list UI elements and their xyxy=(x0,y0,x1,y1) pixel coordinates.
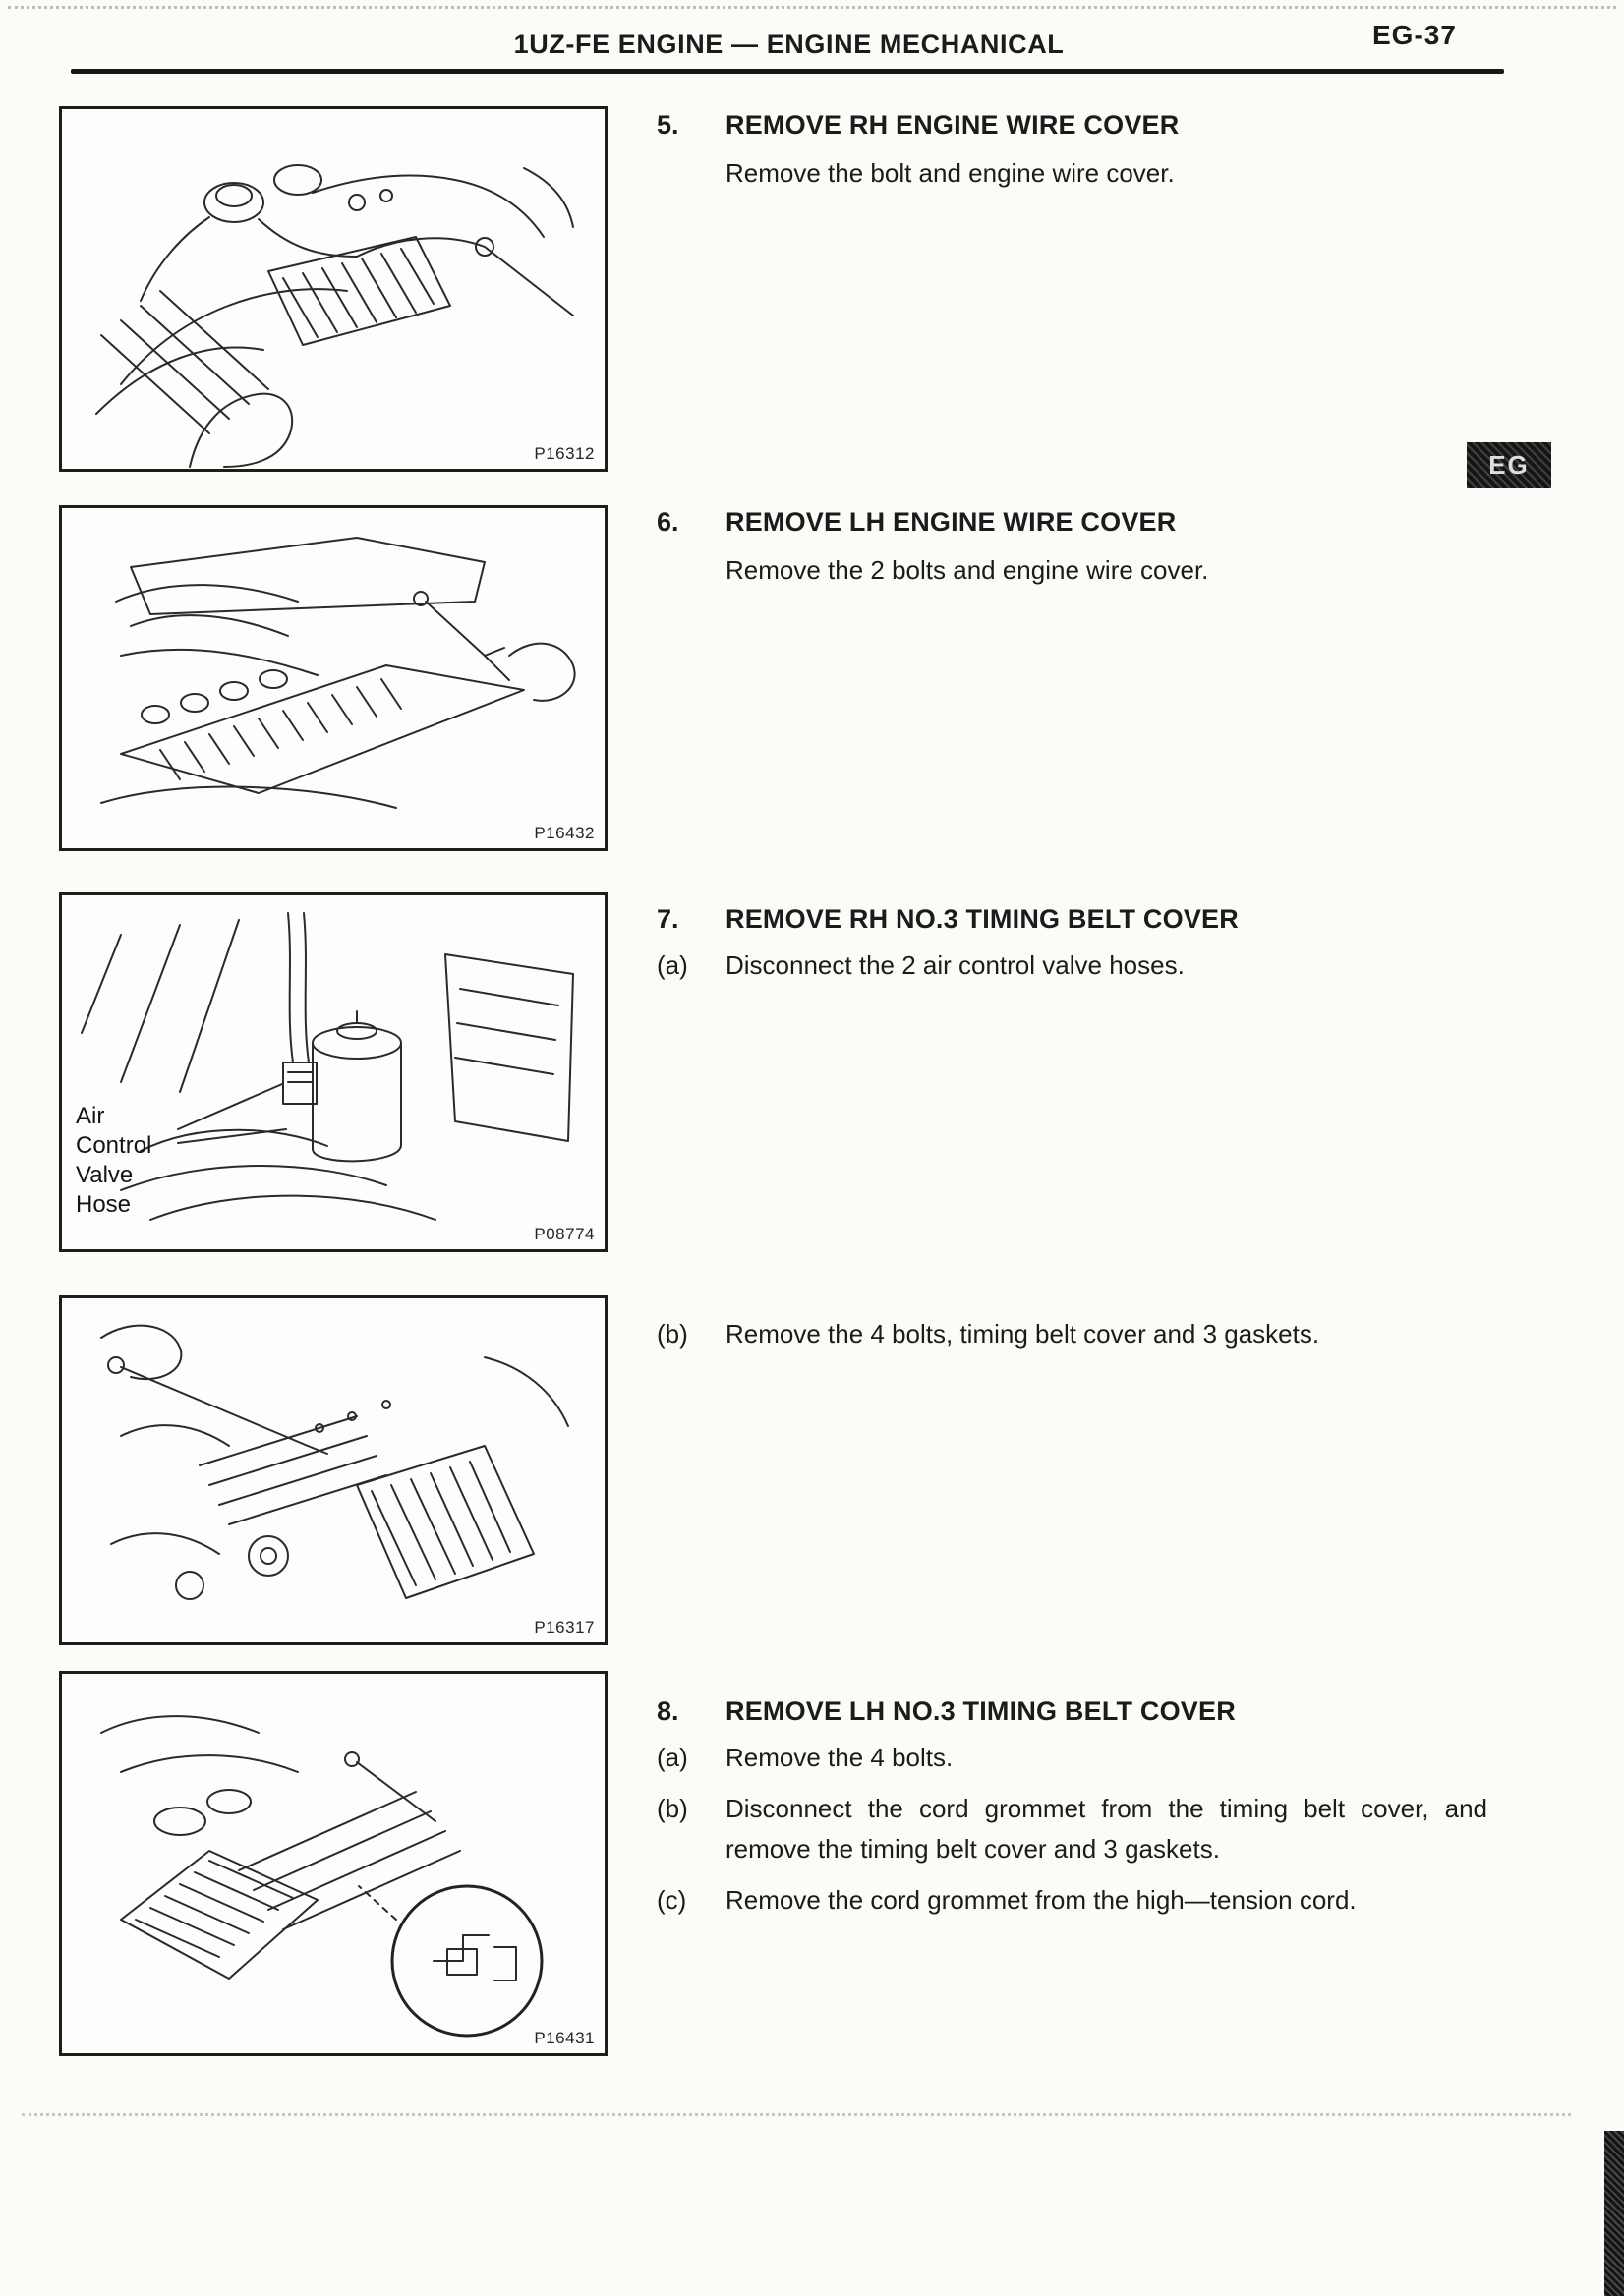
page-number: EG-37 xyxy=(1372,20,1457,50)
header-rule xyxy=(71,69,1504,74)
scan-dotted-line-bottom xyxy=(22,2113,1571,2116)
substep-label: (c) xyxy=(657,1885,687,1916)
step-5: 5. REMOVE RH ENGINE WIRE COVER Remove th… xyxy=(657,110,1487,193)
engine-illustration xyxy=(100,1715,544,2038)
figure-rh-engine-wire-cover: P16312 xyxy=(59,106,608,472)
figure-code: P16317 xyxy=(534,1618,595,1636)
figure-rh-timing-belt-cover: P16317 xyxy=(59,1295,608,1645)
step-number: 6. xyxy=(657,507,679,537)
step-title: REMOVE LH ENGINE WIRE COVER xyxy=(725,507,1177,537)
figure-lh-engine-wire-cover: P16432 xyxy=(59,505,608,851)
figure-code: P08774 xyxy=(534,1225,595,1243)
substep-text: Remove the cord grommet from the high—te… xyxy=(725,1885,1357,1916)
figure-code: P16432 xyxy=(534,824,595,842)
section-tab-label: EG xyxy=(1488,449,1530,480)
callout-air-control-valve-hose: Air Control Valve Hose xyxy=(76,1103,152,1218)
substep-label: (b) xyxy=(657,1319,688,1349)
substep-label: (a) xyxy=(657,1743,688,1772)
step-body: Remove the bolt and engine wire cover. xyxy=(725,158,1175,188)
page-title: 1UZ-FE ENGINE — ENGINE MECHANICAL xyxy=(513,29,1065,59)
substep-label: (a) xyxy=(657,950,688,980)
section-tab-eg: EG xyxy=(1467,442,1551,488)
figure-code: P16431 xyxy=(534,2029,595,2047)
figure-air-control-valve-hose: Air Control Valve Hose P08774 xyxy=(59,892,608,1252)
engine-illustration xyxy=(81,912,574,1221)
substep-text: Remove the 4 bolts, timing belt cover an… xyxy=(725,1319,1320,1349)
substep-text: Disconnect the 2 air control valve hoses… xyxy=(725,950,1185,980)
step-number: 8. xyxy=(657,1696,679,1726)
engine-illustration xyxy=(100,1324,569,1600)
engine-illustration xyxy=(100,537,576,809)
step-title: REMOVE LH NO.3 TIMING BELT COVER xyxy=(725,1696,1236,1726)
step-title: REMOVE RH NO.3 TIMING BELT COVER xyxy=(725,904,1239,934)
step-7b: (b) Remove the 4 bolts, timing belt cove… xyxy=(657,1303,1487,1354)
step-8: 8. REMOVE LH NO.3 TIMING BELT COVER (a) … xyxy=(657,1696,1487,1921)
step-body: Remove the 2 bolts and engine wire cover… xyxy=(725,555,1209,585)
step-number: 7. xyxy=(657,904,679,934)
step-number: 5. xyxy=(657,110,679,140)
figure-code: P16312 xyxy=(534,444,595,463)
substep-label: (b) xyxy=(657,1794,688,1824)
step-title: REMOVE RH ENGINE WIRE COVER xyxy=(725,110,1180,140)
substep-text: Disconnect the cord grommet from the tim… xyxy=(725,1794,1487,1865)
figure-lh-timing-belt-cover: P16431 xyxy=(59,1671,608,2056)
page-edge-marker xyxy=(1604,2131,1624,2296)
step-6: 6. REMOVE LH ENGINE WIRE COVER Remove th… xyxy=(657,507,1487,590)
scan-dotted-line-top xyxy=(8,6,1616,9)
substep-text: Remove the 4 bolts. xyxy=(725,1743,954,1772)
step-7: 7. REMOVE RH NO.3 TIMING BELT COVER (a) … xyxy=(657,904,1487,986)
engine-illustration xyxy=(95,164,574,468)
